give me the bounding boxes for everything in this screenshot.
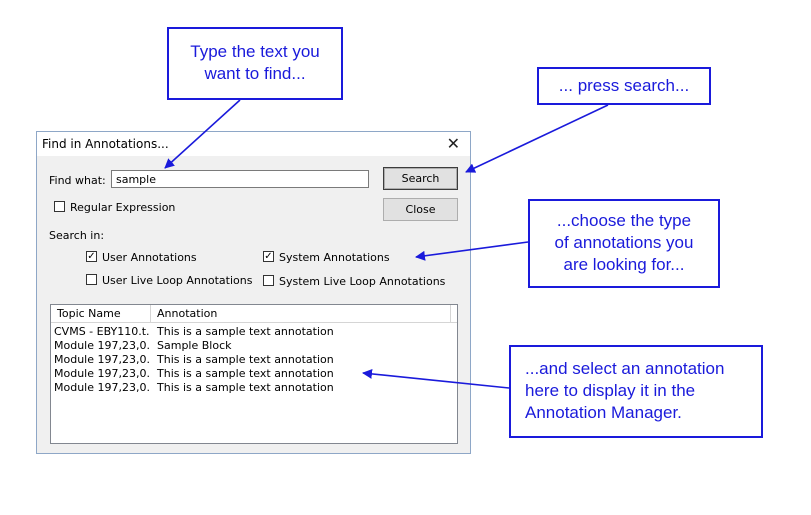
cell-annotation: Sample Block — [157, 339, 232, 352]
callout-line: are looking for... — [563, 255, 685, 274]
callout-type-text: Type the text you want to find... — [167, 27, 343, 100]
table-row[interactable]: Module 197,23,0... This is a sample text… — [54, 367, 454, 381]
callout-line: here to display it in the — [525, 381, 696, 400]
callout-press-search: ... press search... — [537, 67, 711, 105]
cell-annotation: This is a sample text annotation — [157, 353, 334, 366]
system-live-loop-checkbox[interactable] — [263, 275, 274, 286]
regex-checkbox[interactable] — [54, 201, 65, 212]
column-header-annotation[interactable]: Annotation — [157, 307, 218, 320]
results-header: Topic Name Annotation — [51, 305, 457, 323]
system-annotations-label: System Annotations — [279, 251, 390, 264]
find-what-input[interactable] — [111, 170, 369, 188]
user-live-loop-checkbox[interactable] — [86, 274, 97, 285]
column-divider[interactable] — [150, 305, 151, 322]
find-what-label: Find what: — [49, 174, 106, 187]
system-live-loop-label: System Live Loop Annotations — [279, 275, 446, 288]
dialog-titlebar: Find in Annotations... ✕ — [37, 132, 470, 156]
callout-line: ...and select an annotation — [525, 359, 725, 378]
callout-line: want to find... — [204, 64, 306, 83]
cell-topic-name: Module 197,23,0... — [54, 353, 149, 366]
regex-label: Regular Expression — [70, 201, 176, 214]
table-row[interactable]: Module 197,23,0... This is a sample text… — [54, 353, 454, 367]
system-annotations-checkbox[interactable]: ✓ — [263, 251, 274, 262]
table-row[interactable]: Module 197,23,0... This is a sample text… — [54, 381, 454, 395]
arrow-to-search-button — [465, 104, 609, 173]
cell-topic-name: CVMS - EBY110.t... — [54, 325, 149, 338]
results-list[interactable]: Topic Name Annotation CVMS - EBY110.t...… — [50, 304, 458, 444]
column-header-topic-name[interactable]: Topic Name — [57, 307, 121, 320]
search-in-label: Search in: — [49, 229, 105, 242]
callout-line: ...choose the type — [556, 211, 692, 230]
dialog-title: Find in Annotations... — [42, 137, 169, 151]
close-icon[interactable]: ✕ — [446, 134, 460, 153]
cell-annotation: This is a sample text annotation — [157, 367, 334, 380]
cell-topic-name: Module 197,23,0... — [54, 367, 149, 380]
table-row[interactable]: CVMS - EBY110.t... This is a sample text… — [54, 325, 454, 339]
cell-topic-name: Module 197,23,0... — [54, 339, 149, 352]
table-row[interactable]: Module 197,23,0... Sample Block — [54, 339, 454, 353]
callout-line: ... press search... — [558, 76, 690, 95]
user-annotations-label: User Annotations — [102, 251, 197, 264]
search-button[interactable]: Search — [383, 167, 458, 190]
callout-choose-type: ...choose the type of annotations you ar… — [528, 199, 720, 288]
cell-annotation: This is a sample text annotation — [157, 325, 334, 338]
cell-annotation: This is a sample text annotation — [157, 381, 334, 394]
callout-line: Annotation Manager. — [525, 403, 682, 422]
callout-line: of annotations you — [554, 233, 694, 252]
find-in-annotations-dialog: Find in Annotations... ✕ Find what: Sear… — [36, 131, 471, 454]
user-annotations-checkbox[interactable]: ✓ — [86, 251, 97, 262]
close-button[interactable]: Close — [383, 198, 458, 221]
callout-select-annotation: ...and select an annotation here to disp… — [509, 345, 763, 438]
column-divider[interactable] — [450, 305, 451, 322]
user-live-loop-label: User Live Loop Annotations — [102, 274, 253, 287]
callout-line: Type the text you — [190, 42, 320, 61]
cell-topic-name: Module 197,23,0... — [54, 381, 149, 394]
